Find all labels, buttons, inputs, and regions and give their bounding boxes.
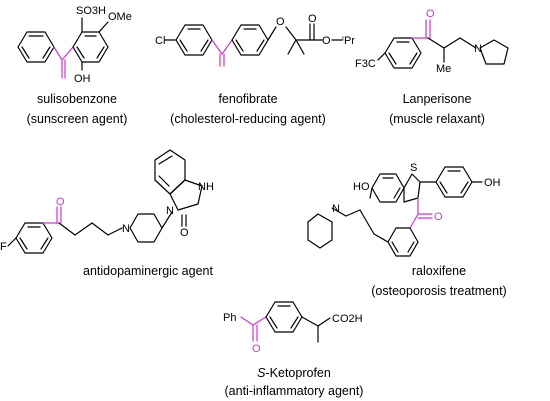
atom-label: Me [436, 63, 451, 75]
piperidine-ring [307, 213, 333, 249]
carbonyl-group [240, 316, 267, 342]
caption-sulisobenzone: sulisobenzone (sunscreen agent) [22, 92, 132, 126]
molecule-raloxifene [307, 166, 483, 257]
atom-labels: SO3H OMe OH Cl O O O ⁱPr F3C Me N F N N … [0, 5, 501, 325]
atom-label: O [308, 13, 317, 25]
atom-label: N [122, 223, 130, 235]
phenyl-ring [17, 31, 55, 63]
atom-label: S [410, 162, 417, 174]
caption-raloxifene: raloxifene (osteoporosis treatment) [364, 264, 514, 298]
molecule-lanperisone [377, 19, 509, 69]
caption-ketoprofen: S-Ketoprofen (anti-inflammatory agent) [214, 366, 374, 398]
atom-label: O [56, 196, 65, 208]
molecule-role: (osteoporosis treatment) [371, 284, 507, 298]
imidazolone-ring [169, 179, 203, 211]
molecule-ketoprofen [240, 301, 331, 343]
benzimidazole-benzene-ring [154, 149, 186, 195]
molecule-fenofibrate [164, 23, 343, 67]
molecule-name: raloxifene [411, 264, 467, 278]
molecule-sulisobenzone [17, 17, 109, 79]
atom-label: O [276, 16, 285, 28]
atom-label: O [252, 343, 261, 355]
atom-label: SO3H [76, 5, 106, 17]
molecule-name: Lanperisone [402, 92, 472, 106]
molecule-role: (anti-inflammatory agent) [224, 384, 364, 398]
fluorophenyl-ring [15, 222, 53, 254]
phenoxy-ring [387, 227, 419, 257]
atom-label: F [0, 241, 7, 253]
molecule-name: fenofibrate [218, 92, 278, 106]
atom-label: HO [353, 181, 370, 193]
atom-label: O [180, 227, 189, 239]
molecule-role: (cholesterol-reducing agent) [170, 112, 326, 126]
carbonyl-oxygen-labels: O O O O [56, 8, 443, 355]
atom-label: ⁱPr [342, 35, 355, 47]
molecule-name: sulisobenzone [37, 92, 117, 106]
atom-label: N [332, 203, 340, 215]
carbonyl-group [53, 46, 74, 79]
trifluoromethylphenyl-ring [384, 37, 422, 69]
atom-label: NH [198, 181, 214, 193]
atom-label: Ph [223, 312, 236, 324]
atom-label: N [474, 43, 482, 55]
piperidine-ring [129, 213, 163, 243]
atom-label: CO2H [332, 313, 363, 325]
atom-label: O [426, 8, 435, 20]
molecule-name: antidopaminergic agent [83, 264, 213, 278]
atom-label: O [322, 35, 331, 47]
molecule-antidopaminergic [7, 149, 203, 254]
atom-label: OH [484, 177, 501, 189]
caption-antidopaminergic: antidopaminergic agent [68, 264, 228, 278]
atom-label: Cl [155, 35, 165, 47]
carbonyl-group [211, 39, 233, 67]
molecule-name-rest: -Ketoprofen [265, 366, 331, 380]
caption-lanperisone: Lanperisone (muscle relaxant) [382, 92, 492, 126]
atom-label: N [166, 205, 174, 217]
molecule-role: (muscle relaxant) [389, 112, 485, 126]
atom-label: OMe [108, 11, 132, 23]
molecule-role: (sunscreen agent) [26, 112, 128, 126]
atom-label: F3C [355, 58, 376, 70]
carbonyl-group [411, 19, 431, 39]
atom-label: OH [74, 73, 91, 85]
carbonyl-group [409, 197, 433, 229]
carbonyl-group [42, 206, 62, 224]
atom-label: O [434, 211, 443, 223]
caption-fenofibrate: fenofibrate (cholesterol-reducing agent) [158, 92, 338, 126]
thiophene-ring [403, 173, 421, 203]
pyrrolidine-ring [479, 39, 509, 65]
molecule-name: S-Ketoprofen [214, 366, 374, 380]
stereo-prefix: S [257, 366, 266, 380]
